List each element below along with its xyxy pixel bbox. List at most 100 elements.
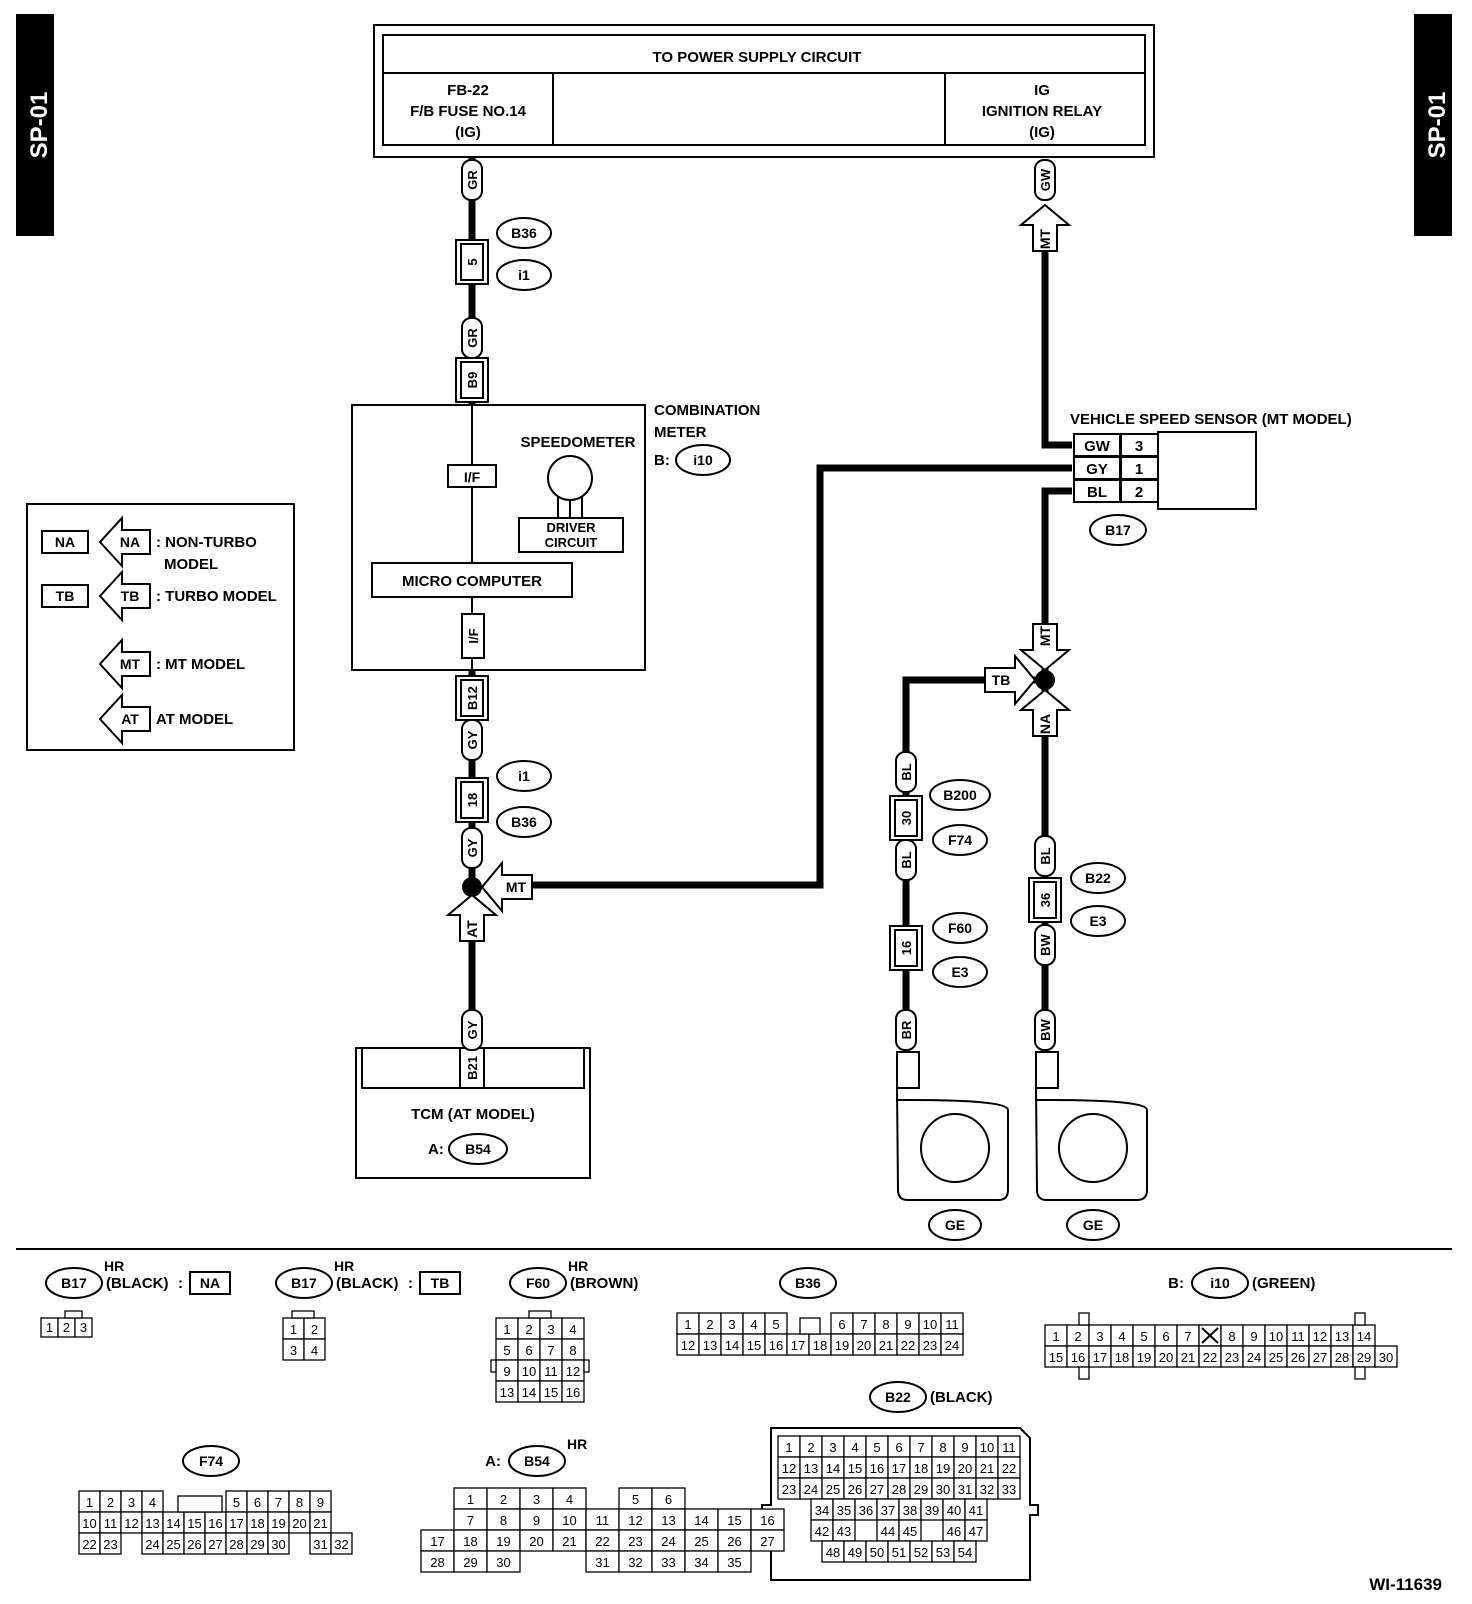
connector-tag-e3-left-text: E3 [951, 964, 968, 980]
pin-number: 25 [166, 1537, 180, 1552]
wire-label-bl-top-text: BL [899, 763, 914, 780]
pin-number: 6 [254, 1495, 261, 1510]
pin-number: 11 [945, 1317, 959, 1332]
connector-tag-b200-text: B200 [943, 787, 977, 803]
vehicle-speed-sensor: VEHICLE SPEED SENSOR (MT MODEL) GW GY BL… [1070, 411, 1352, 546]
speedometer-icon [547, 455, 593, 501]
connector-view-header-b36: B36 [779, 1267, 837, 1299]
svg-text:SP-01: SP-01 [26, 92, 53, 159]
legend-arrow-text: MT [120, 656, 141, 672]
pin-number: 29 [914, 1482, 928, 1497]
connector-id: F60 [526, 1275, 550, 1291]
pin-number: 2 [311, 1322, 318, 1337]
legend-tag-box-text: TB [56, 588, 75, 604]
pin-number: 14 [166, 1516, 180, 1531]
pin-number: 30 [1379, 1350, 1393, 1365]
arrow-at-text: AT [464, 920, 480, 938]
pin-cell [997, 1477, 1021, 1500]
svg-text:GE: GE [1083, 1217, 1103, 1233]
pin-number: 21 [562, 1534, 576, 1549]
pin-number: 2 [807, 1440, 814, 1455]
legend-text: : NON-TURBO [156, 534, 257, 551]
pin-number: 1 [290, 1322, 297, 1337]
pin-number: 2 [525, 1322, 532, 1337]
legend-text-line2: MODEL [164, 556, 218, 573]
inline-connector-f60: 16 [889, 925, 923, 971]
legend-arrow-text: AT [121, 711, 139, 727]
arrow-na: NA [1018, 688, 1072, 737]
pin-number: 30 [496, 1555, 510, 1570]
pin-number: 3 [80, 1320, 87, 1335]
pin-number: 10 [1269, 1329, 1283, 1344]
wire-label-bw-lower-text: BW [1038, 1018, 1053, 1040]
connector-tag-e3-right-text: E3 [1089, 913, 1106, 929]
arrow-mt-gw: MT [1018, 203, 1072, 252]
pin-number: 13 [661, 1513, 675, 1528]
pin-number: 19 [496, 1534, 510, 1549]
pin-number: 37 [881, 1503, 895, 1518]
svg-text:BL: BL [1087, 484, 1107, 501]
junction-dot-right [1035, 670, 1055, 690]
pin-number: 8 [569, 1343, 576, 1358]
pin-cell [750, 1529, 785, 1552]
pin-number: 19 [1137, 1350, 1151, 1365]
connector-prefix: B: [1168, 1275, 1184, 1292]
pin-number: 3 [128, 1495, 135, 1510]
relay-line-2: IGNITION RELAY [982, 103, 1102, 120]
pin-number: 16 [760, 1513, 774, 1528]
pin-number: 5 [233, 1495, 240, 1510]
pin-number: 18 [250, 1516, 264, 1531]
connector-prefix: A: [485, 1453, 501, 1470]
pin-number: 26 [1291, 1350, 1305, 1365]
pin-number: 17 [1093, 1350, 1107, 1365]
pin-number: 7 [547, 1343, 554, 1358]
svg-text:DRIVER: DRIVER [546, 520, 596, 535]
inline-connector-b12: B12 [455, 675, 489, 721]
pin-cell [303, 1338, 326, 1361]
pin-number: 4 [1118, 1329, 1125, 1344]
connector-tag-b36-bottom-text: B36 [511, 814, 537, 830]
pin-number: 23 [1225, 1350, 1239, 1365]
pin-cell [1374, 1345, 1398, 1368]
pin-number: 24 [145, 1537, 159, 1552]
svg-text:B21: B21 [465, 1056, 480, 1080]
svg-text:GY: GY [1086, 461, 1108, 478]
power-supply-title: TO POWER SUPPLY CIRCUIT [653, 49, 862, 66]
pin-number: 15 [544, 1385, 558, 1400]
pin-number: 5 [632, 1492, 639, 1507]
pin-number: 7 [467, 1513, 474, 1528]
pin-number: 13 [500, 1385, 514, 1400]
pin-number: 31 [313, 1537, 327, 1552]
pin-number: 51 [892, 1545, 906, 1560]
wire-label-gy-tcm: GY [461, 1009, 483, 1051]
connector-tag-f74-text: F74 [948, 832, 972, 848]
svg-text:1: 1 [1135, 461, 1143, 478]
svg-text:A:: A: [428, 1141, 444, 1158]
junction-dot-left [462, 877, 482, 897]
pin-number: 15 [1049, 1350, 1063, 1365]
pin-number: 3 [829, 1440, 836, 1455]
pin-cell [486, 1550, 521, 1573]
pin-number: 28 [430, 1555, 444, 1570]
pin-number: 12 [681, 1338, 695, 1353]
svg-text:2: 2 [1135, 484, 1143, 501]
pin-number: 29 [1357, 1350, 1371, 1365]
pin-number: 33 [661, 1555, 675, 1570]
legend-text: : MT MODEL [156, 656, 245, 673]
pin-number: 18 [813, 1338, 827, 1353]
dynamic-elements: GRGRGWGYGYGYBLBLBRBLBWBW5B9B1218301636B3… [40, 159, 1398, 1581]
pin-number: 19 [936, 1461, 950, 1476]
tcm-title: TCM (AT MODEL) [411, 1106, 535, 1123]
connector-model-tag: TB [431, 1275, 450, 1291]
interface-box-bottom [461, 613, 485, 659]
arrow-mt-vss: MT [1018, 623, 1072, 672]
pin-number: 5 [1140, 1329, 1147, 1344]
wire-label-bl-right-text: BL [1038, 847, 1053, 864]
pin-number: 10 [522, 1364, 536, 1379]
arrow-at: AT [445, 893, 499, 942]
inline-connector-b36-bottom-text: 18 [465, 793, 480, 807]
